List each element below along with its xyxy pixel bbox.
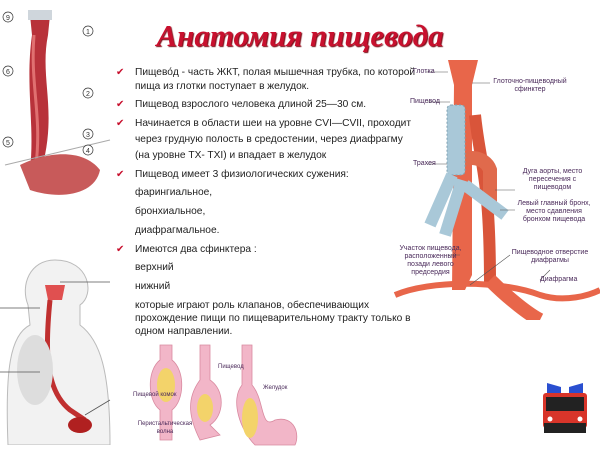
checkmark-icon: ✔ bbox=[116, 67, 125, 78]
esophagus-anatomy-diagram bbox=[393, 60, 600, 320]
label-ues: Глоточно-пищеводный сфинктер bbox=[493, 78, 567, 93]
label-atrium: Участок пищевода, расположенный позади л… bbox=[399, 245, 462, 276]
label-esophagus: Пищевод bbox=[410, 98, 440, 105]
bullet-item: ✔ Начинается в области шеи на уровне CVI—… bbox=[116, 116, 416, 164]
narrowing-item: диафрагмальное. bbox=[135, 225, 220, 236]
svg-text:3: 3 bbox=[86, 132, 90, 139]
label-bronchus: Левый главный бронх, место сдавления бро… bbox=[517, 200, 591, 223]
svg-text:1: 1 bbox=[86, 29, 90, 36]
bullet-text: Пищево́д - часть ЖКТ, полая мышечная тру… bbox=[135, 67, 416, 92]
checkmark-icon: ✔ bbox=[116, 169, 125, 180]
bullet-text: Пищевод взрослого человека длиной 25—30 … bbox=[135, 99, 367, 110]
narrowing-item: бронхиальное, bbox=[135, 206, 206, 217]
svg-text:6: 6 bbox=[6, 69, 10, 76]
label-peristaltic-wave: Перистальтическая волна bbox=[137, 421, 193, 435]
svg-text:5: 5 bbox=[6, 140, 10, 147]
label-pharynx: Глотка bbox=[413, 68, 435, 75]
checkmark-icon: ✔ bbox=[116, 244, 125, 255]
bullet-list: ✔ Пищево́д - часть ЖКТ, полая мышечная тр… bbox=[116, 66, 416, 343]
bullet-item: ✔ Пищево́д - часть ЖКТ, полая мышечная тр… bbox=[116, 66, 416, 94]
label-stomach: Желудок bbox=[263, 385, 288, 391]
sphincter-item: нижний bbox=[135, 281, 171, 292]
ambulance-icon bbox=[543, 383, 587, 433]
sphincter-item: верхний bbox=[135, 262, 174, 273]
bullet-item: ✔ Пищевод имеет 3 физиологических сужения… bbox=[116, 168, 416, 182]
peristalsis-illustration bbox=[149, 344, 298, 446]
label-trachea: Трахея bbox=[413, 160, 436, 167]
svg-text:4: 4 bbox=[86, 148, 90, 155]
bullet-item: ✔ Имеются два сфинктера : bbox=[116, 243, 416, 257]
label-diaphragm: Диафрагма bbox=[540, 276, 578, 283]
svg-text:2: 2 bbox=[86, 91, 90, 98]
checkmark-icon: ✔ bbox=[116, 99, 125, 110]
label-aorta: Дуга аорты, место пересечения с пищеводо… bbox=[522, 168, 583, 191]
sphincter-note: которые играют роль клапанов, обеспечива… bbox=[135, 300, 411, 337]
bullet-text: Пищевод имеет 3 физиологических сужения: bbox=[135, 169, 349, 180]
body-silhouette-illustration bbox=[0, 259, 111, 445]
narrowing-item: фарингиальное, bbox=[135, 187, 213, 198]
label-bolus: Пищевой комок bbox=[133, 392, 177, 398]
bullet-item: ✔ Пищевод взрослого человека длиной 25—30… bbox=[116, 98, 416, 112]
checkmark-icon: ✔ bbox=[116, 118, 125, 129]
esophagus-muscle-illustration: 9 1 6 2 5 3 4 bbox=[2, 10, 111, 195]
svg-text:9: 9 bbox=[6, 15, 10, 22]
label-hiatus: Пищеводное отверстие диафрагмы bbox=[511, 249, 589, 264]
label-peristalsis-esophagus: Пищевод bbox=[218, 364, 244, 370]
page-title: Анатомия пищевода bbox=[156, 18, 444, 53]
bullet-text: Начинается в области шеи на уровне CVI—C… bbox=[135, 118, 412, 161]
bullet-text: Имеются два сфинктера : bbox=[135, 244, 257, 255]
